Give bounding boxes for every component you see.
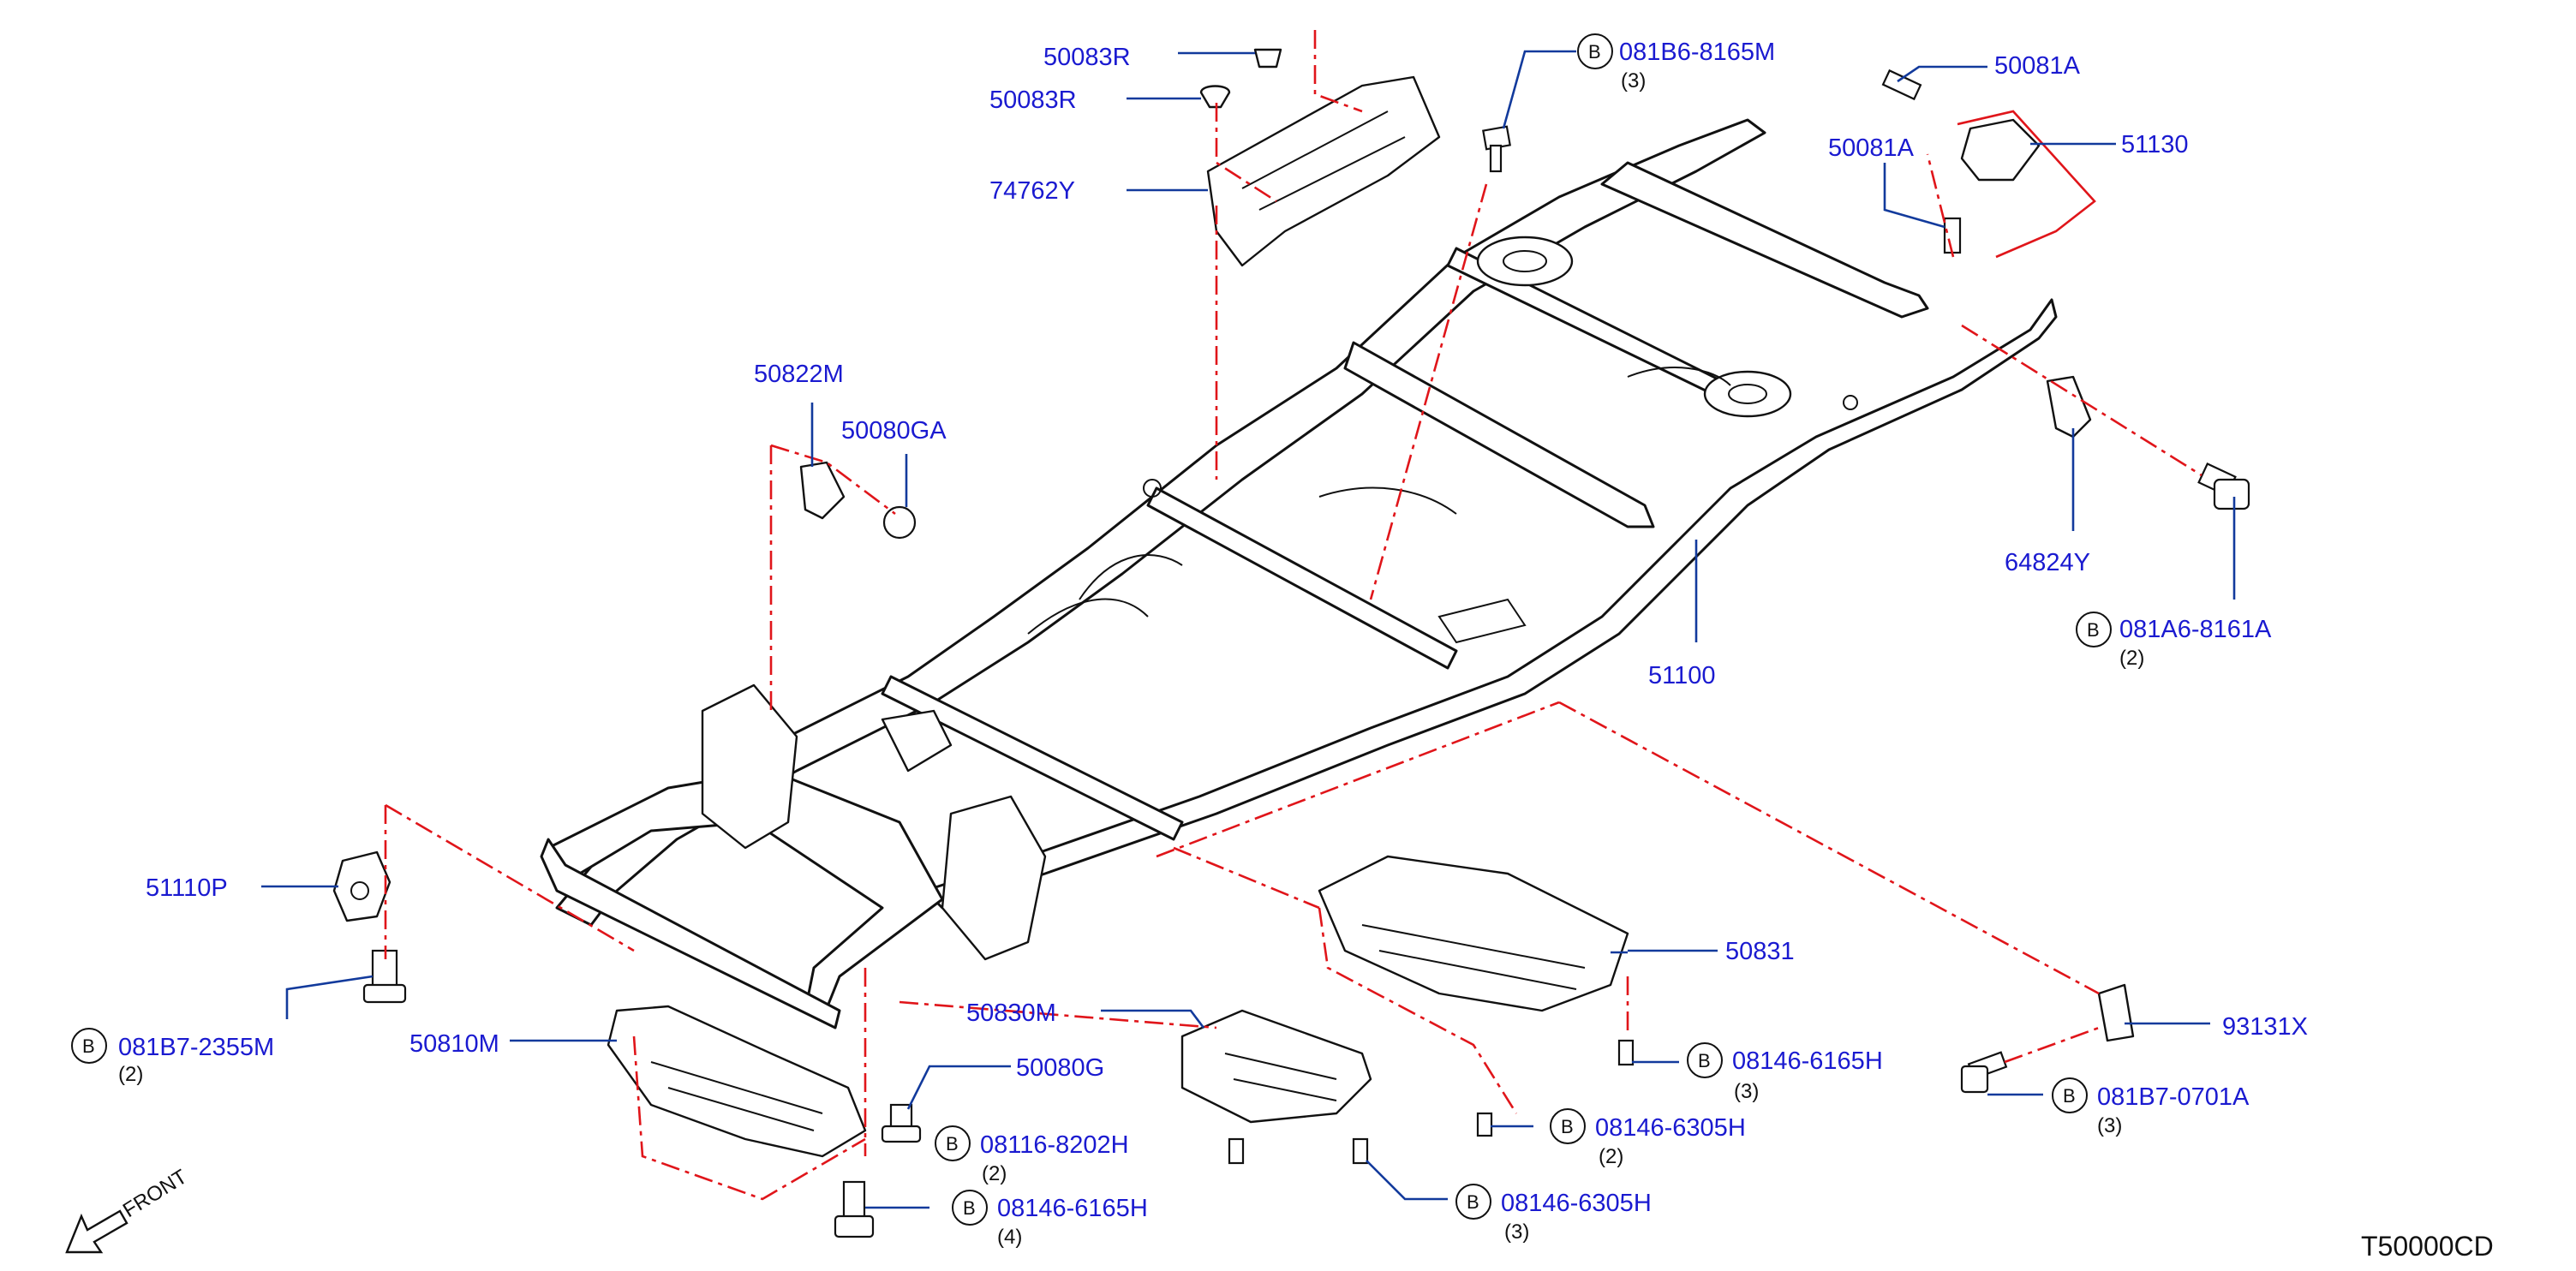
svg-text:B: B: [1588, 41, 1601, 63]
label-50810M: 50810M: [409, 1030, 499, 1058]
qty-08146-6305H-mid: (3): [1504, 1220, 1529, 1244]
plate-50830M: [1180, 1009, 1372, 1124]
label-08146-6165H-right: 08146-6165H: [1732, 1047, 1883, 1075]
front-label: FRONT: [119, 1165, 192, 1222]
label-50083R-2: 50083R: [989, 87, 1077, 114]
b-symbol-icon: [2076, 612, 2112, 647]
svg-text:B: B: [2087, 619, 2100, 641]
clip-50083R-1: [1253, 48, 1282, 69]
front-arrow-icon: [65, 1209, 129, 1254]
label-74762Y: 74762Y: [989, 177, 1075, 205]
label-08146-6165H-bottom: 08146-6165H: [997, 1195, 1148, 1222]
label-08146-6305H-mid: 08146-6305H: [1501, 1190, 1652, 1217]
label-50831: 50831: [1725, 938, 1795, 965]
bracket-50822M: [799, 461, 846, 520]
label-64824Y: 64824Y: [2005, 549, 2090, 576]
heat-shield-74762Y: [1206, 75, 1441, 267]
bolt-50081A-1: [1881, 69, 1922, 101]
svg-text:B: B: [82, 1035, 95, 1057]
label-50080G: 50080G: [1016, 1054, 1104, 1082]
qty-081B7-2355M: (2): [118, 1063, 143, 1086]
nut-50080GA: [882, 505, 917, 540]
label-081B7-0701A: 081B7-0701A: [2097, 1083, 2250, 1111]
qty-08146-6305H-right: (2): [1599, 1145, 1623, 1168]
bracket-51130: [1960, 118, 2041, 182]
b-symbol-icon: [1550, 1108, 1586, 1144]
qty-08116-8202H: (2): [982, 1162, 1007, 1185]
label-081B7-2355M: 081B7-2355M: [118, 1034, 274, 1061]
svg-text:B: B: [963, 1197, 976, 1219]
bracket-51110P: [332, 850, 391, 922]
skid-plate-50810M: [607, 1005, 867, 1158]
bracket-64824Y: [2046, 375, 2092, 439]
label-50081A-top: 50081A: [1994, 52, 2081, 80]
label-08146-6305H-right: 08146-6305H: [1595, 1114, 1746, 1142]
plate-50831: [1318, 855, 1629, 1012]
leader-lines: [261, 50, 2236, 1209]
label-50830M: 50830M: [966, 999, 1056, 1027]
qty-08146-6165H-bottom: (4): [997, 1226, 1022, 1249]
svg-text:B: B: [1698, 1050, 1711, 1071]
label-08116-8202H: 08116-8202H: [980, 1131, 1129, 1159]
label-081B6-8165M: 081B6-8165M: [1619, 39, 1775, 66]
front-indicator: FRONT: [65, 1165, 192, 1254]
diagram-id: T50000CD: [2361, 1231, 2494, 1262]
svg-text:B: B: [2063, 1085, 2076, 1107]
label-50822M: 50822M: [754, 361, 844, 388]
bolt-08146-6305H-right: [1476, 1112, 1493, 1137]
bolt-08146-6305H-mid-a: [1228, 1137, 1245, 1165]
svg-text:B: B: [1467, 1191, 1479, 1213]
qty-081B6-8165M: (3): [1621, 69, 1646, 92]
b-symbol-icon: [935, 1125, 971, 1161]
label-081A6: 081A6-8161A: [2119, 616, 2272, 643]
bolt-08146-6165H-right: [1617, 1039, 1635, 1066]
qty-08146-6165H-right: (3): [1734, 1080, 1759, 1103]
b-symbol-icon: [71, 1028, 107, 1064]
b-symbol-icon: [2052, 1077, 2088, 1113]
bolt-08146-6305H-mid-b: [1352, 1137, 1369, 1165]
b-symbol-icon: [1577, 33, 1613, 69]
label-51110P: 51110P: [146, 874, 228, 902]
qty-081A6: (2): [2119, 647, 2144, 670]
svg-text:B: B: [946, 1133, 959, 1155]
label-93131X: 93131X: [2222, 1013, 2308, 1041]
label-51100: 51100: [1648, 662, 1716, 689]
bolt-50081A-2: [1943, 217, 1962, 254]
svg-text:B: B: [1561, 1116, 1574, 1137]
label-50080GA: 50080GA: [841, 417, 947, 445]
qty-081B7-0701A: (3): [2097, 1114, 2122, 1137]
part-labels: 50083R 50083R 74762Y B 081B6-8165M (3) 5…: [71, 33, 2308, 1249]
clip-50083R-2: [1199, 85, 1231, 109]
b-symbol-icon: [1687, 1042, 1723, 1078]
b-symbol-icon: [952, 1190, 988, 1226]
bracket-93131X: [2097, 983, 2135, 1042]
vehicle-frame: [540, 118, 2058, 1029]
part-shapes: [332, 48, 2250, 1238]
b-symbol-icon: [1455, 1184, 1491, 1220]
assembly-lines: [384, 30, 2202, 1201]
label-50081A-2: 50081A: [1828, 134, 1915, 162]
label-51130: 51130: [2121, 131, 2189, 158]
label-50083R-top: 50083R: [1043, 44, 1131, 71]
